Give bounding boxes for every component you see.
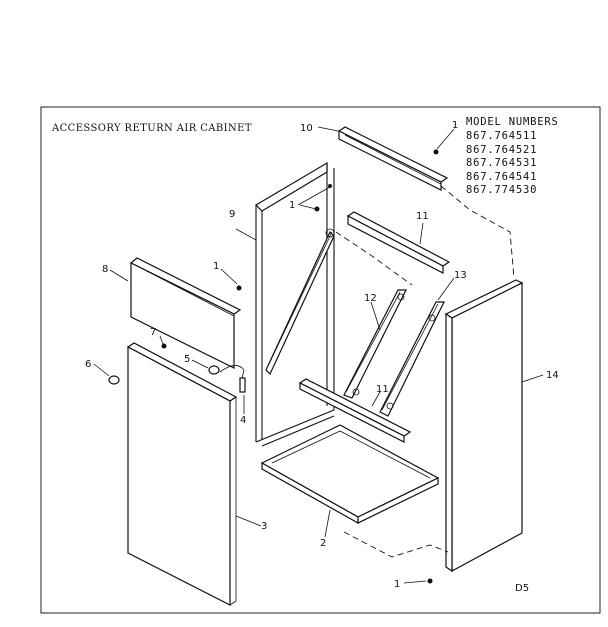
part-9-back-frame	[255, 161, 335, 447]
callout-3: 3	[261, 521, 267, 532]
callout-8: 8	[102, 264, 108, 275]
part-1-screw	[433, 149, 439, 155]
callout-6: 6	[85, 359, 91, 370]
model-numbers-heading: MODEL NUMBERS	[466, 116, 559, 128]
callout-1: 1	[452, 120, 458, 131]
part-14-right-panel	[444, 279, 524, 573]
callout-5: 5	[184, 354, 190, 365]
diagram-title: ACCESSORY RETURN AIR CABINET	[51, 123, 252, 134]
part-1-screw	[314, 206, 320, 212]
part-7-screw	[161, 343, 167, 349]
part-11-upper-rail	[346, 211, 451, 274]
part-12-brace	[343, 289, 407, 399]
part-1-screw	[236, 285, 242, 291]
part-11-lower-rail	[298, 378, 412, 443]
model-number: 867.764521	[466, 144, 537, 156]
hardware-parts	[108, 149, 439, 584]
model-number: 867.764541	[466, 171, 537, 183]
callout-7: 7	[150, 327, 156, 338]
part-4-bracket	[239, 377, 246, 393]
part-6-knob	[108, 375, 120, 385]
part-3-lower-front-panel	[126, 342, 238, 606]
callout-11: 11	[376, 384, 389, 395]
callout-14: 14	[546, 370, 559, 381]
part-5-latch	[208, 365, 220, 375]
callout-9: 9	[229, 209, 235, 220]
callout-1: 1	[394, 579, 400, 590]
part-5-clip	[219, 365, 245, 379]
model-numbers-block: MODEL NUMBERS 867.764511 867.764521 867.…	[466, 116, 559, 196]
part-13-brace	[379, 301, 445, 417]
part-10-top-rail	[337, 126, 449, 191]
callout-4: 4	[240, 415, 246, 426]
model-number: 867.764531	[466, 157, 537, 169]
callout-13: 13	[454, 270, 467, 281]
callout-12: 12	[364, 293, 377, 304]
callout-1: 1	[289, 200, 295, 211]
part-2-base	[260, 424, 440, 525]
model-number: 867.764511	[466, 130, 537, 142]
callout-1: 1	[213, 261, 219, 272]
drawing-code: D5	[515, 583, 529, 594]
part-1-screw	[427, 578, 433, 584]
assembly-dashed-lines	[335, 185, 515, 558]
callout-11: 11	[416, 211, 429, 222]
callout-10: 10	[300, 123, 313, 134]
model-number: 867.774530	[466, 184, 537, 196]
part-8-upper-front-panel	[129, 257, 242, 369]
diagram-frame	[40, 106, 601, 614]
callout-2: 2	[320, 538, 326, 549]
leader-lines	[93, 126, 544, 584]
callouts: 10 1 1 9 11 8 1 13 12 7 5 6 14 11 4 3 2 …	[85, 120, 559, 590]
